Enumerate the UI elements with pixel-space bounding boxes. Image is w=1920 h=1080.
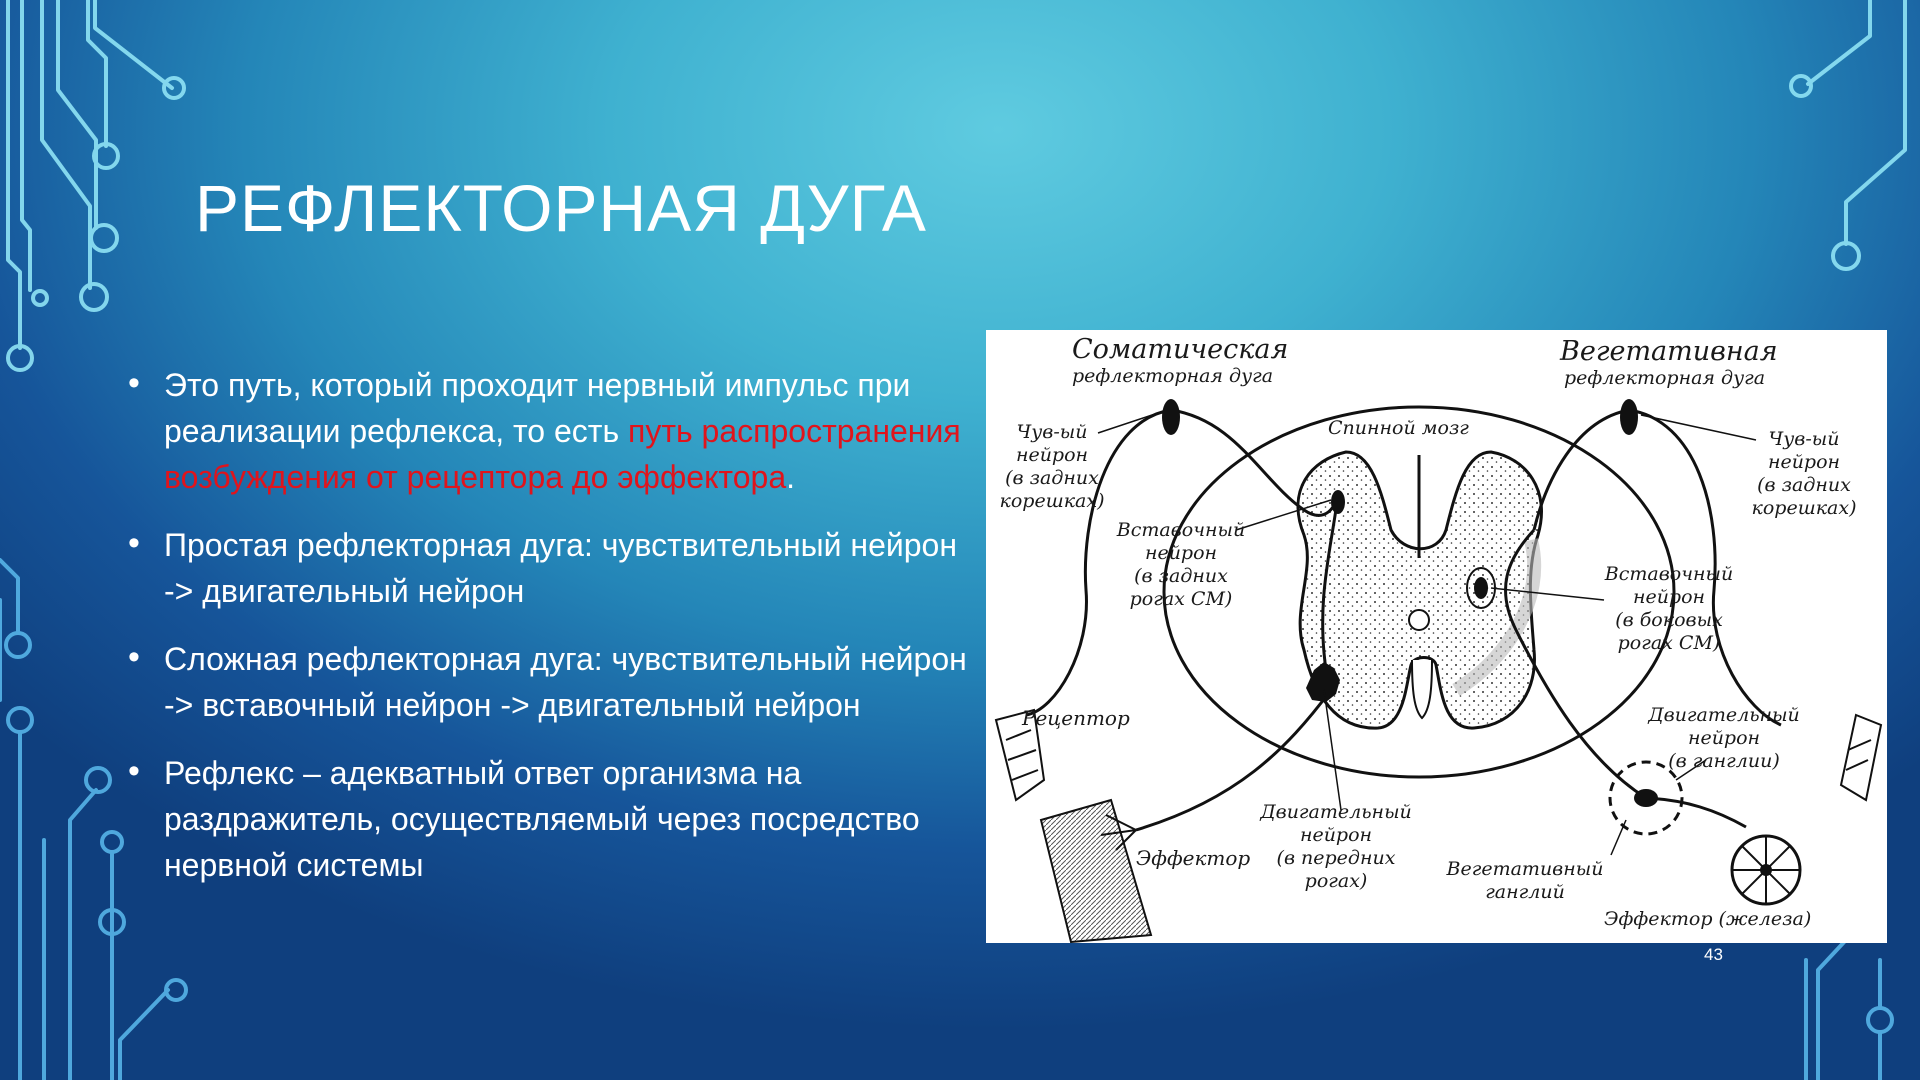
svg-text:нейрон: нейрон — [1016, 444, 1088, 466]
reflex-arc-diagram: Соматическая рефлекторная дуга Вегетатив… — [986, 330, 1887, 944]
svg-text:(в задних: (в задних — [1757, 474, 1851, 496]
receptor-label: Рецептор — [1021, 706, 1130, 730]
effector-label: Эффектор — [1136, 846, 1250, 870]
grey-matter — [1296, 450, 1543, 730]
svg-text:Двигательный: Двигательный — [1259, 801, 1412, 823]
svg-text:ганглий: ганглий — [1485, 881, 1565, 903]
svg-text:(в ганглии): (в ганглии) — [1668, 750, 1780, 772]
svg-text:(в передних: (в передних — [1277, 847, 1396, 869]
svg-text:(в задних: (в задних — [1134, 565, 1228, 587]
svg-text:(в боковых: (в боковых — [1615, 609, 1723, 631]
bullet-item: Это путь, который проходит нервный импул… — [128, 360, 968, 500]
bullet-item: Сложная рефлекторная дуга: чувствительны… — [128, 634, 968, 728]
svg-text:нейрон: нейрон — [1688, 727, 1760, 749]
svg-text:(в задних: (в задних — [1005, 467, 1099, 489]
gland-effector-label: Эффектор (железа) — [1604, 908, 1811, 930]
slide-title: РЕФЛЕКТОРНАЯ ДУГА — [195, 171, 927, 245]
svg-text:нейрон: нейрон — [1145, 542, 1217, 564]
left-interneuron-label: Вставочный нейрон (в задних рогах СМ) — [1116, 519, 1246, 610]
vegetative-title: Вегетативная — [1559, 336, 1778, 367]
vegetative-subtitle: рефлекторная дуга — [1564, 367, 1765, 389]
svg-text:Вставочный: Вставочный — [1116, 519, 1246, 541]
highlight-text: путь распространения возбуждения от реце… — [164, 413, 961, 495]
svg-text:Двигательный: Двигательный — [1647, 704, 1800, 726]
bullet-item: Простая рефлекторная дуга: чувствительны… — [128, 520, 968, 614]
svg-text:Вставочный: Вставочный — [1604, 563, 1734, 585]
right-sensory-label: Чув-ый нейрон (в задних корешках) — [1752, 428, 1857, 519]
ganglion-circle — [1608, 760, 1684, 836]
bullet-list: Это путь, который проходит нервный импул… — [128, 360, 968, 910]
svg-text:Чув-ый: Чув-ый — [1769, 428, 1840, 450]
bullet-item: Рефлекс – адекватный ответ организма на … — [128, 748, 968, 888]
svg-text:Вегетативный: Вегетативный — [1446, 858, 1604, 880]
spinal-cord-label: Спинной мозг — [1328, 417, 1469, 439]
page-number: 43 — [1704, 945, 1723, 964]
somatic-subtitle: рефлекторная дуга — [1072, 365, 1273, 387]
muscle-effector — [1039, 798, 1153, 944]
left-sensory-label: Чув-ый нейрон (в задних корешках) — [1000, 421, 1105, 512]
svg-text:рогах СМ): рогах СМ) — [1130, 588, 1233, 610]
motor-neuron-label: Двигательный нейрон (в передних рогах) — [1259, 801, 1412, 892]
vegetative-ganglion-label: Вегетативный ганглий — [1446, 858, 1604, 903]
svg-text:корешках): корешках) — [1000, 490, 1105, 512]
somatic-title: Соматическая — [1072, 334, 1288, 365]
svg-text:Чув-ый: Чув-ый — [1017, 421, 1088, 443]
ganglion-motor-neuron-label: Двигательный нейрон (в ганглии) — [1647, 704, 1800, 772]
svg-text:нейрон: нейрон — [1300, 824, 1372, 846]
svg-text:рогах СМ): рогах СМ) — [1618, 632, 1721, 654]
svg-text:нейрон: нейрон — [1768, 451, 1840, 473]
right-interneuron-label: Вставочный нейрон (в боковых рогах СМ) — [1604, 563, 1734, 654]
svg-text:рогах): рогах) — [1305, 870, 1368, 892]
spinal-cord-outline — [1162, 405, 1676, 779]
svg-text:нейрон: нейрон — [1633, 586, 1705, 608]
svg-text:корешках): корешках) — [1752, 497, 1857, 519]
